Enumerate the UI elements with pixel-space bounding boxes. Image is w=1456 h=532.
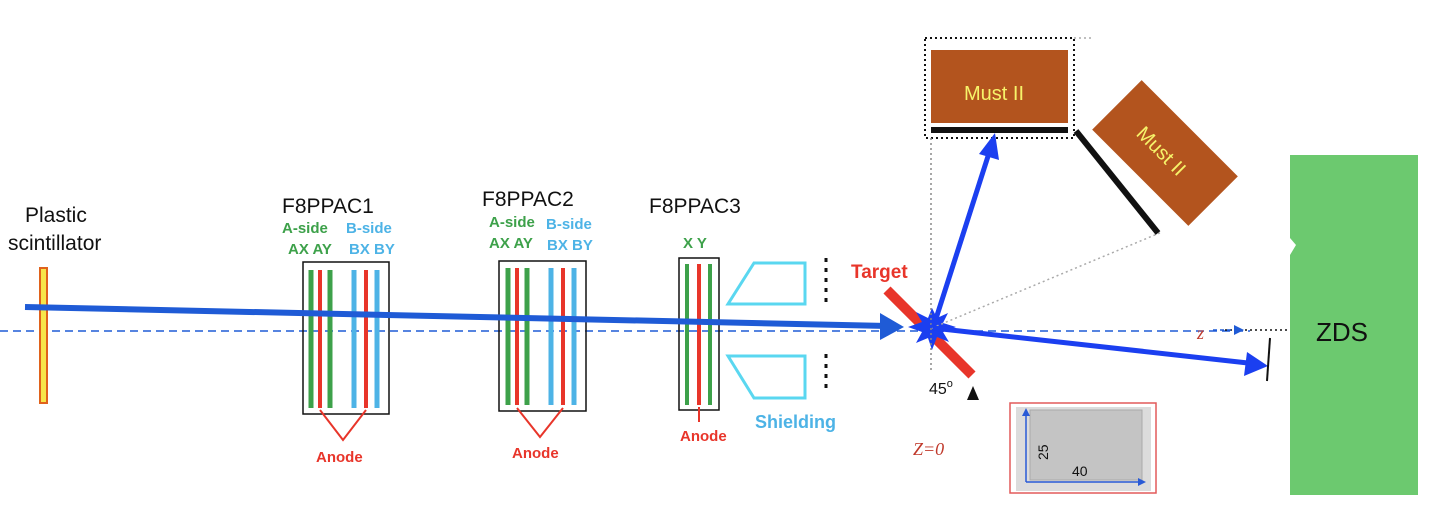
ppac2-box xyxy=(498,260,587,412)
shielding-lower xyxy=(725,354,807,400)
ppac1-ax-ay: AX AY xyxy=(288,241,332,258)
zds-label: ZDS xyxy=(1316,317,1368,347)
must-ii-top xyxy=(931,50,1068,123)
ppac2-ax-ay: AX AY xyxy=(489,235,533,252)
shielding-upper xyxy=(725,261,807,306)
starburst-icon xyxy=(908,308,956,350)
arrowhead-icon xyxy=(1244,352,1268,376)
ppac1-title: F8PPAC1 xyxy=(282,195,374,218)
triangle-marker-icon xyxy=(967,386,979,400)
dimension-40-label: 40 xyxy=(1072,463,1088,479)
ppac2-bx-by: BX BY xyxy=(547,237,593,254)
ppac2-anode-label: Anode xyxy=(512,445,559,462)
ppac1-bx-by: BX BY xyxy=(349,241,395,258)
zds-detector xyxy=(1290,155,1418,495)
ppac2-a-side: A-side xyxy=(489,214,535,231)
ppac1-anode-label: Anode xyxy=(316,449,363,466)
angle-label: 45o xyxy=(929,378,953,398)
arrowhead-icon xyxy=(1022,408,1030,416)
ppac2-anode-connector xyxy=(516,407,564,439)
shielding-label: Shielding xyxy=(755,412,836,432)
must-ii-right: Must II xyxy=(1092,80,1238,226)
z0-label: Z=0 xyxy=(913,439,944,459)
degree-symbol: o xyxy=(947,378,953,390)
target-photo-foil xyxy=(1029,409,1143,481)
plastic-scintillator xyxy=(39,267,48,404)
scatter-arrow-up xyxy=(930,149,993,329)
zds-window-mark xyxy=(1266,337,1271,382)
ppac1-a-side: A-side xyxy=(282,220,328,237)
dotted-guide-diagonal xyxy=(931,231,1163,329)
must-ii-top-label: Must II xyxy=(964,83,1024,105)
ppac1-box xyxy=(302,261,390,415)
ppac3-title: F8PPAC3 xyxy=(649,195,741,218)
ppac2-b-side: B-side xyxy=(546,216,592,233)
scatter-arrow-forward xyxy=(932,325,1249,366)
incoming-beam xyxy=(24,304,889,329)
ppac2-title: F8PPAC2 xyxy=(482,188,574,211)
must-ii-right-backplate xyxy=(1073,129,1161,235)
arrowhead-icon xyxy=(1234,325,1244,335)
arrowhead-icon xyxy=(979,133,999,160)
ppac3-xy: X Y xyxy=(683,235,707,252)
arrowhead-icon xyxy=(1138,478,1146,486)
z-axis-label: z xyxy=(1196,323,1204,343)
ppac1-b-side: B-side xyxy=(346,220,392,237)
ppac3-anode-label: Anode xyxy=(680,428,727,445)
arrowhead-icon xyxy=(880,313,904,340)
plastic-label-line1: Plastic xyxy=(25,204,87,227)
dimension-25-label: 25 xyxy=(1035,444,1051,460)
plastic-label-line2: scintillator xyxy=(8,232,101,255)
target-label: Target xyxy=(851,262,908,283)
ppac1-anode-connector xyxy=(319,409,367,442)
